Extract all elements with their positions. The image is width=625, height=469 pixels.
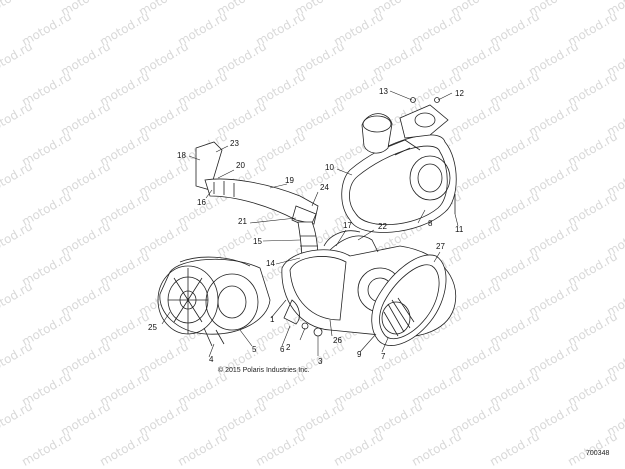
callout-15: 15 [253,237,262,246]
callout-14: 14 [266,259,275,268]
callout-7: 7 [381,352,386,361]
figure-number: 700348 [586,450,610,457]
callout-21: 21 [238,217,247,226]
intake-duct-upper [361,104,449,154]
callout-2: 2 [286,343,291,352]
leader-lines [161,90,459,358]
outer-cover-10 [341,134,457,233]
callout-22: 22 [378,222,387,231]
callout-18: 18 [177,151,186,160]
callout-24: 24 [320,183,329,192]
callout-17: 17 [343,221,352,230]
callout-3: 3 [318,357,323,366]
callout-12: 12 [455,89,464,98]
callout-10: 10 [325,163,334,172]
copyright-notice: © 2015 Polaris Industries Inc. [218,367,310,374]
callout-27: 27 [436,242,445,251]
callout-19: 19 [285,176,294,185]
clutch-assembly [157,256,271,347]
bolts [410,97,456,214]
callout-4: 4 [209,355,214,364]
callout-8: 8 [428,219,433,228]
callout-11: 11 [455,225,464,234]
callout-1: 1 [270,315,275,324]
callout-13: 13 [379,87,388,96]
callout-25: 25 [148,323,157,332]
callout-16: 16 [197,198,206,207]
callout-23: 23 [230,139,239,148]
callout-26: 26 [333,336,342,345]
callout-9: 9 [357,350,362,359]
outer-cover-27 [371,254,447,346]
callout-6: 6 [280,345,285,354]
callout-5: 5 [252,345,257,354]
callout-20: 20 [236,161,245,170]
